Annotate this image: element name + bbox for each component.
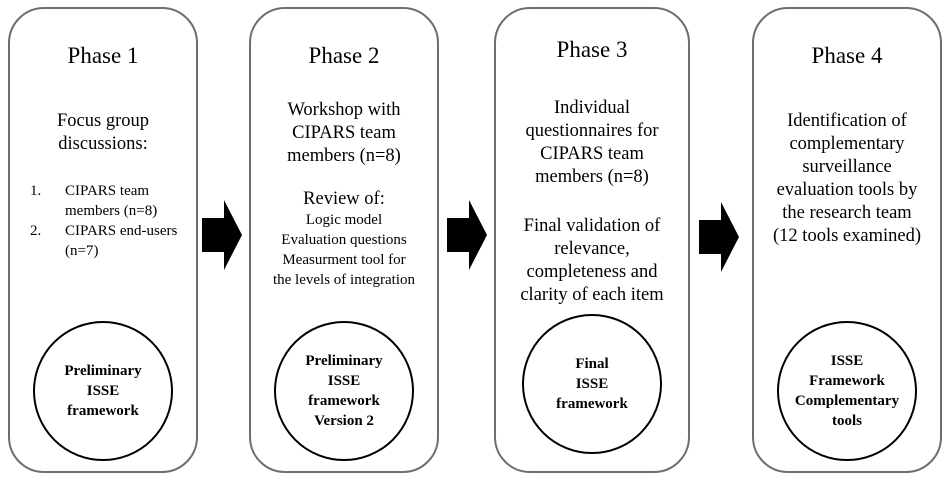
phase-3-box: Phase 3 Individual questionnaires for CI… [494,7,690,473]
outcome-line: tools [832,413,862,429]
phase-3-heading-line: members (n=8) [535,167,649,187]
phase-4-body-line: Identification of [787,111,907,131]
outcome-line: ISSE [830,353,864,369]
list-item-text: CIPARS team members (n=8) [65,183,158,219]
phase-2-outcome-circle: Preliminary ISSE framework Version 2 [274,321,414,461]
phase-2-subheading: Review of: [303,189,385,209]
outcome-line: Preliminary [305,353,383,369]
list-item-number: 1. [30,183,42,199]
outcome-line: Framework [809,373,885,389]
outcome-line: Complementary [794,393,900,409]
phase-3-body: Final validation of relevance, completen… [500,215,684,307]
outcome-line: Final [575,356,609,372]
phase-4-body-line: evaluation tools by [776,180,918,200]
phase-1-list: 1. CIPARS team members (n=8) 2. CIPARS e… [30,181,187,261]
outcome-line: Preliminary [64,363,142,379]
outcome-line: framework [308,393,380,409]
phase-4-body: Identification of complementary surveill… [758,110,936,248]
phase-2-heading-line: members (n=8) [287,146,401,166]
phase-2-box: Phase 2 Workshop with CIPARS team member… [249,7,439,473]
phase-3-body-line: completeness and [526,262,658,282]
phase-3-outcome-circle: Final ISSE framework [522,314,662,454]
phase-1-title: Phase 1 [67,43,139,68]
phase-3-body-line: relevance, [554,239,630,259]
outcome-line: framework [556,396,628,412]
phase-4-body-line: surveillance [802,157,892,177]
phase-2-heading-line: Workshop with [287,100,401,120]
right-arrow-icon [699,202,739,272]
right-arrow-icon [447,200,487,270]
phase-1-outcome-circle: Preliminary ISSE framework [33,321,173,461]
phase-3-heading-line: CIPARS team [540,144,644,164]
phase-4-body-line: the research team [782,203,912,223]
list-item: 1. CIPARS team members (n=8) [30,181,187,221]
outcome-line: ISSE [86,383,120,399]
phase-3-body-line: clarity of each item [520,285,664,305]
phase-2-item: the levels of integration [272,272,416,288]
phase-2-heading: Workshop with CIPARS team members (n=8) [255,99,433,168]
phase-3-title: Phase 3 [556,37,628,62]
phase-2-heading-line: CIPARS team [292,123,396,143]
phase-4-body-line: complementary [789,134,905,154]
outcome-line: framework [67,403,139,419]
phase-3-heading-line: questionnaires for [525,121,659,141]
list-item-number: 2. [30,223,42,239]
phase-3-heading-line: Individual [553,98,631,118]
list-item: 2. CIPARS end-users (n=7) [30,221,187,261]
phase-2-item: Measurment tool for [282,252,406,268]
phase-1-heading-line: discussions: [58,134,148,154]
phase-2-title: Phase 2 [308,43,380,68]
phase-4-outcome-circle: ISSE Framework Complementary tools [777,321,917,461]
phase-4-box: Phase 4 Identification of complementary … [752,7,942,473]
phase-1-heading: Focus group discussions: [14,110,192,156]
phase-2-item: Evaluation questions [281,232,407,248]
right-arrow-icon [202,200,242,270]
outcome-line: ISSE [575,376,609,392]
phase-1-heading-line: Focus group [57,111,149,131]
phase-1-box: Phase 1 Focus group discussions: 1. CIPA… [8,7,198,473]
phase-3-heading: Individual questionnaires for CIPARS tea… [500,97,684,189]
phase-4-title: Phase 4 [811,43,883,68]
phase-3-body-line: Final validation of [523,216,661,236]
outcome-line: Version 2 [314,413,374,429]
phase-2-item: Logic model [305,212,383,228]
list-item-text: CIPARS end-users (n=7) [65,223,178,259]
outcome-line: ISSE [327,373,361,389]
phase-4-body-line: (12 tools examined) [773,226,921,246]
phase-2-items: Logic model Evaluation questions Measurm… [255,210,433,290]
